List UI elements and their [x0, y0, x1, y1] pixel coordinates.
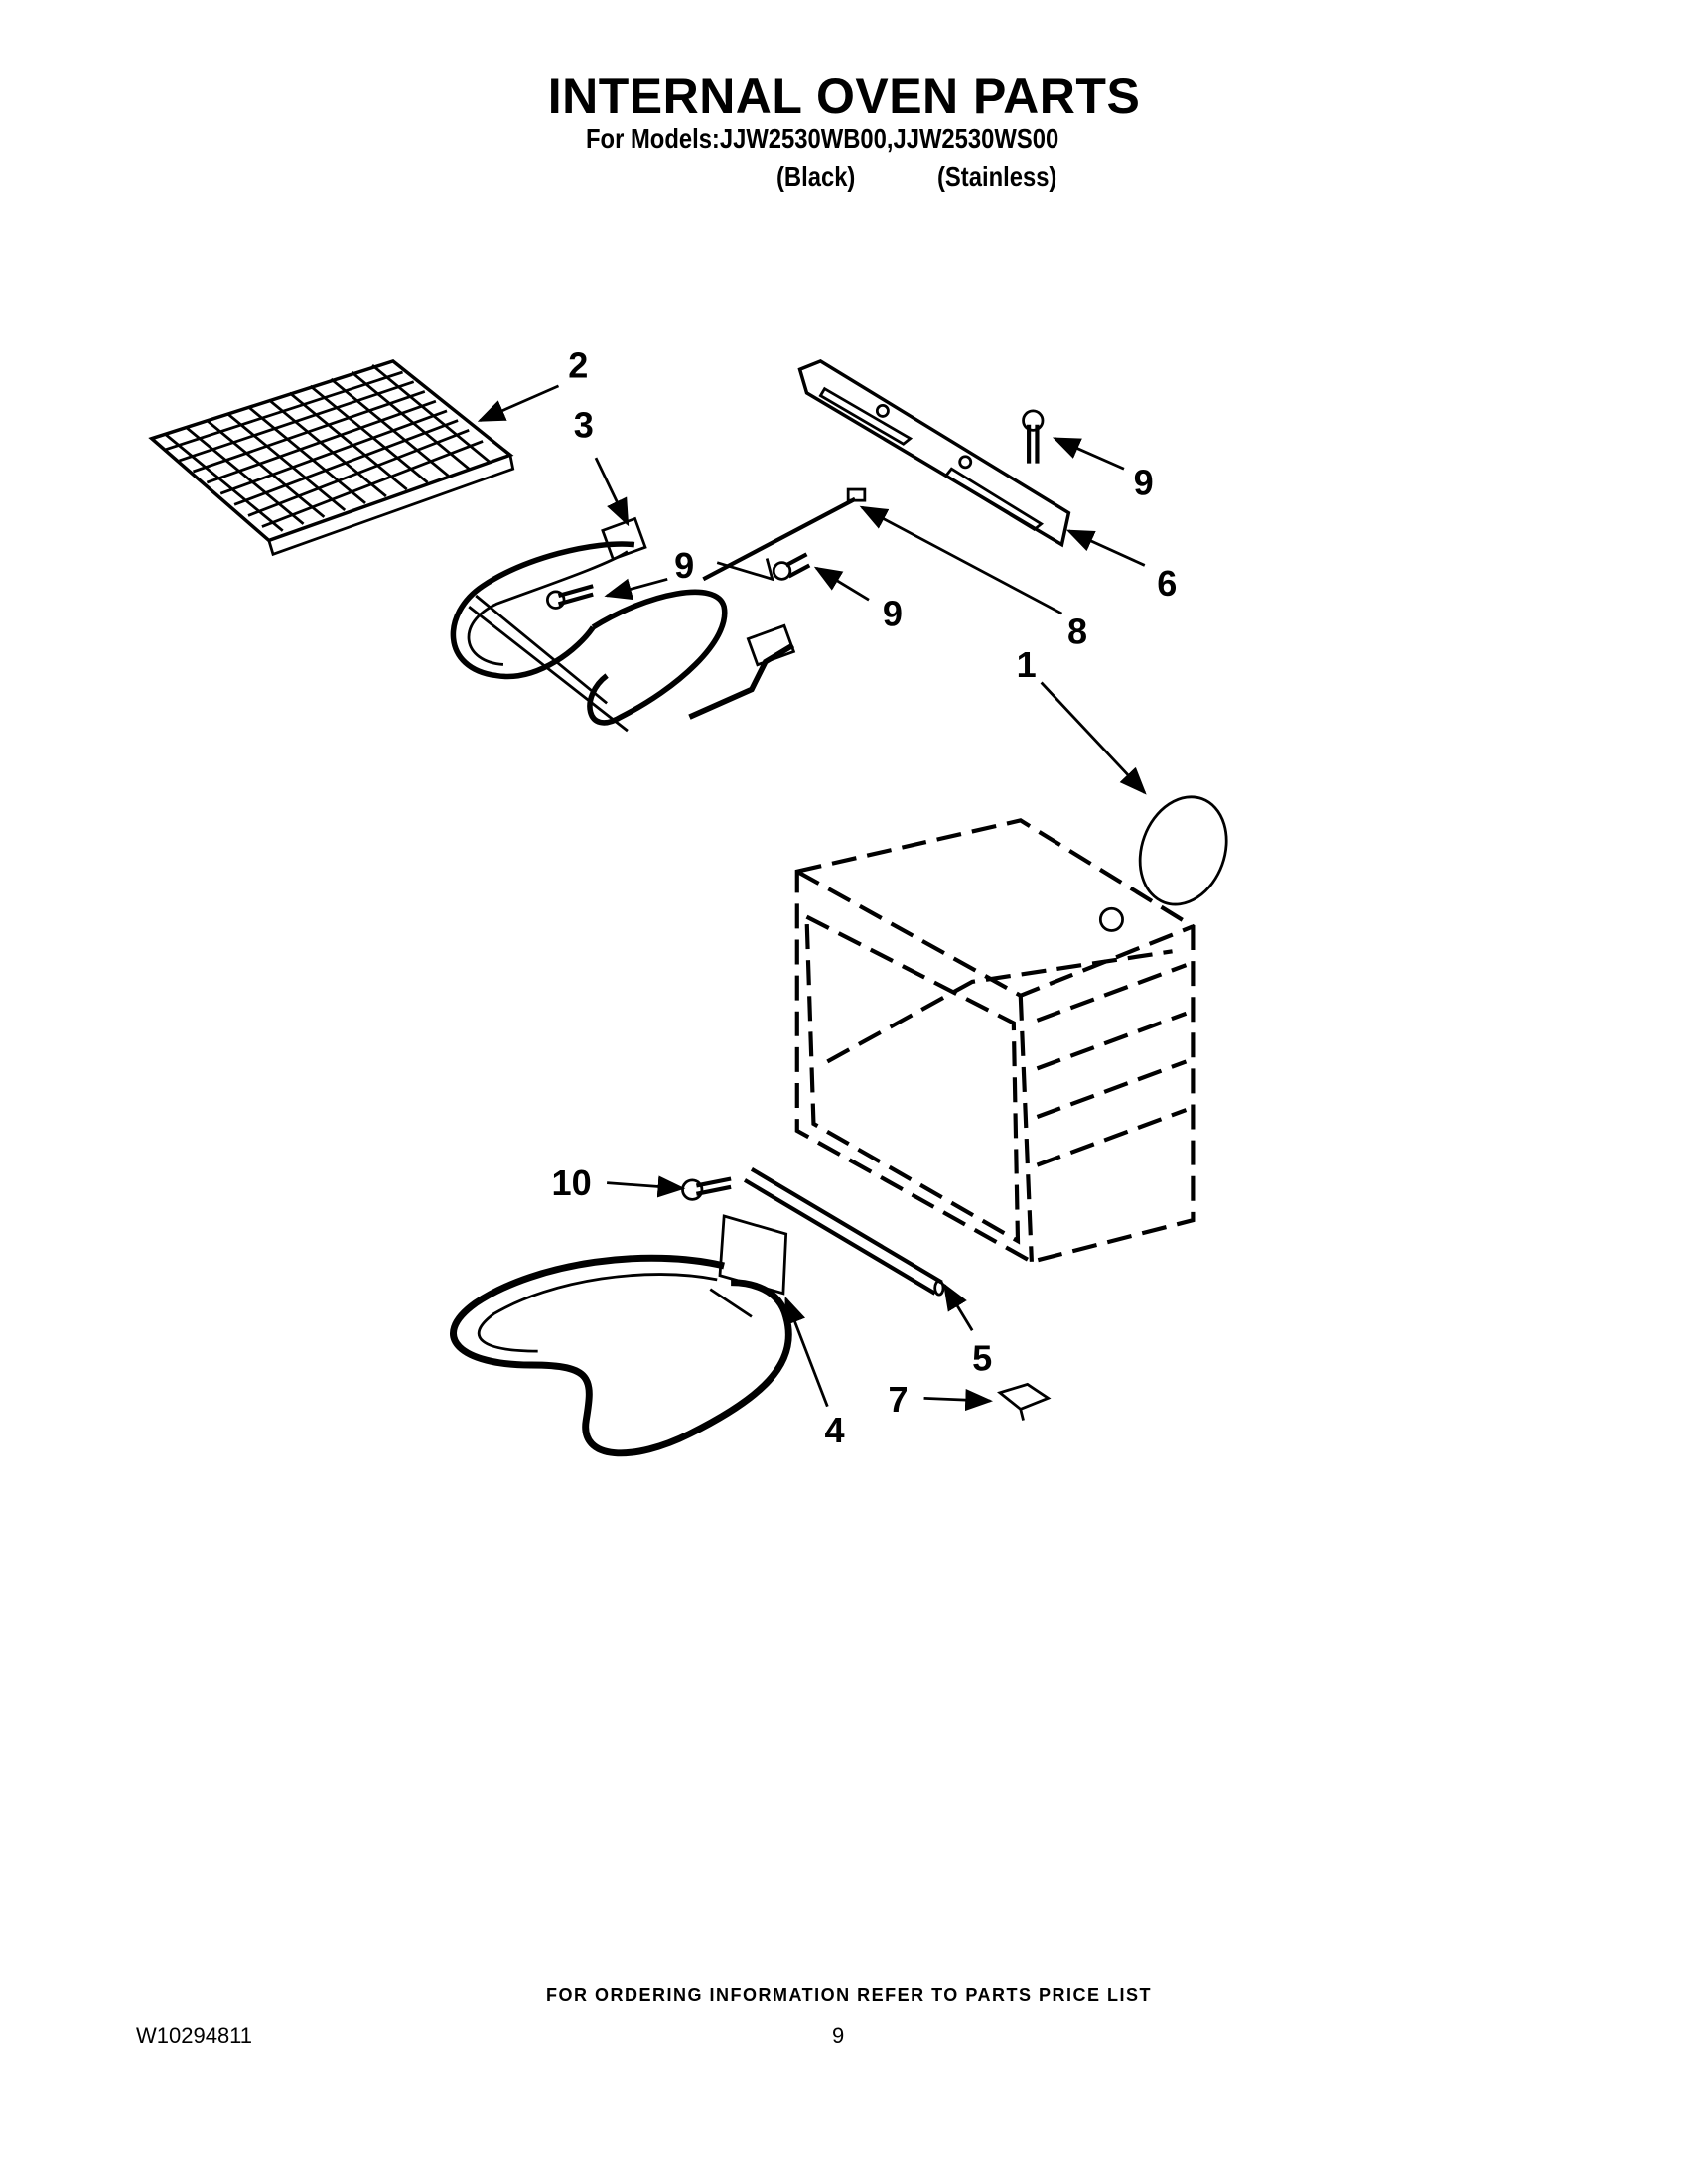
screw [546, 584, 594, 610]
ordering-note: FOR ORDERING INFORMATION REFER TO PARTS … [545, 1985, 1152, 2005]
cavity-port [1098, 906, 1124, 932]
callout-9a: 9 [674, 545, 694, 586]
arrow-3 [594, 457, 630, 527]
arrow-4 [784, 1296, 829, 1408]
callout-1: 1 [1017, 644, 1037, 685]
oven-rack [148, 358, 515, 557]
callout-3: 3 [574, 404, 594, 445]
callout-9b: 9 [883, 594, 903, 634]
page-title: INTERNAL OVEN PARTS [547, 68, 1141, 124]
callout-arrows [477, 384, 1147, 1412]
arrow-7 [923, 1388, 993, 1412]
arrow-9c [1052, 437, 1125, 471]
callout-8: 8 [1067, 612, 1087, 652]
bake-element [450, 1214, 792, 1457]
oven-cavity [794, 818, 1196, 1265]
clip [997, 1382, 1052, 1421]
page-number: 9 [832, 2023, 845, 2048]
screw [772, 552, 811, 581]
callout-9c: 9 [1134, 463, 1154, 503]
gasket [1138, 795, 1228, 906]
document-number: W10294811 [136, 2023, 253, 2048]
callout-6: 6 [1157, 563, 1177, 604]
models-line: For Models:JJW2530WB00,JJW2530WS00 [586, 123, 1059, 154]
callout-7: 7 [888, 1379, 908, 1420]
arrow-9b [813, 566, 870, 602]
arrow-10 [607, 1175, 686, 1198]
variant-black: (Black) [776, 161, 856, 192]
temperature-sensor [702, 487, 867, 582]
bracket [797, 358, 1071, 548]
screw [1022, 409, 1045, 464]
callout-2: 2 [568, 345, 588, 386]
variant-stainless: (Stainless) [937, 161, 1057, 192]
arrow-1 [1040, 681, 1147, 795]
callout-4: 4 [825, 1410, 845, 1450]
arrow-8 [859, 505, 1063, 615]
callout-5: 5 [972, 1338, 992, 1379]
broil-element [450, 516, 796, 733]
arrow-9a [604, 577, 668, 601]
arrow-5 [942, 1283, 974, 1331]
arrow-2 [477, 384, 560, 422]
callout-10: 10 [552, 1162, 592, 1203]
arrow-6 [1065, 529, 1146, 567]
screw [681, 1176, 732, 1201]
